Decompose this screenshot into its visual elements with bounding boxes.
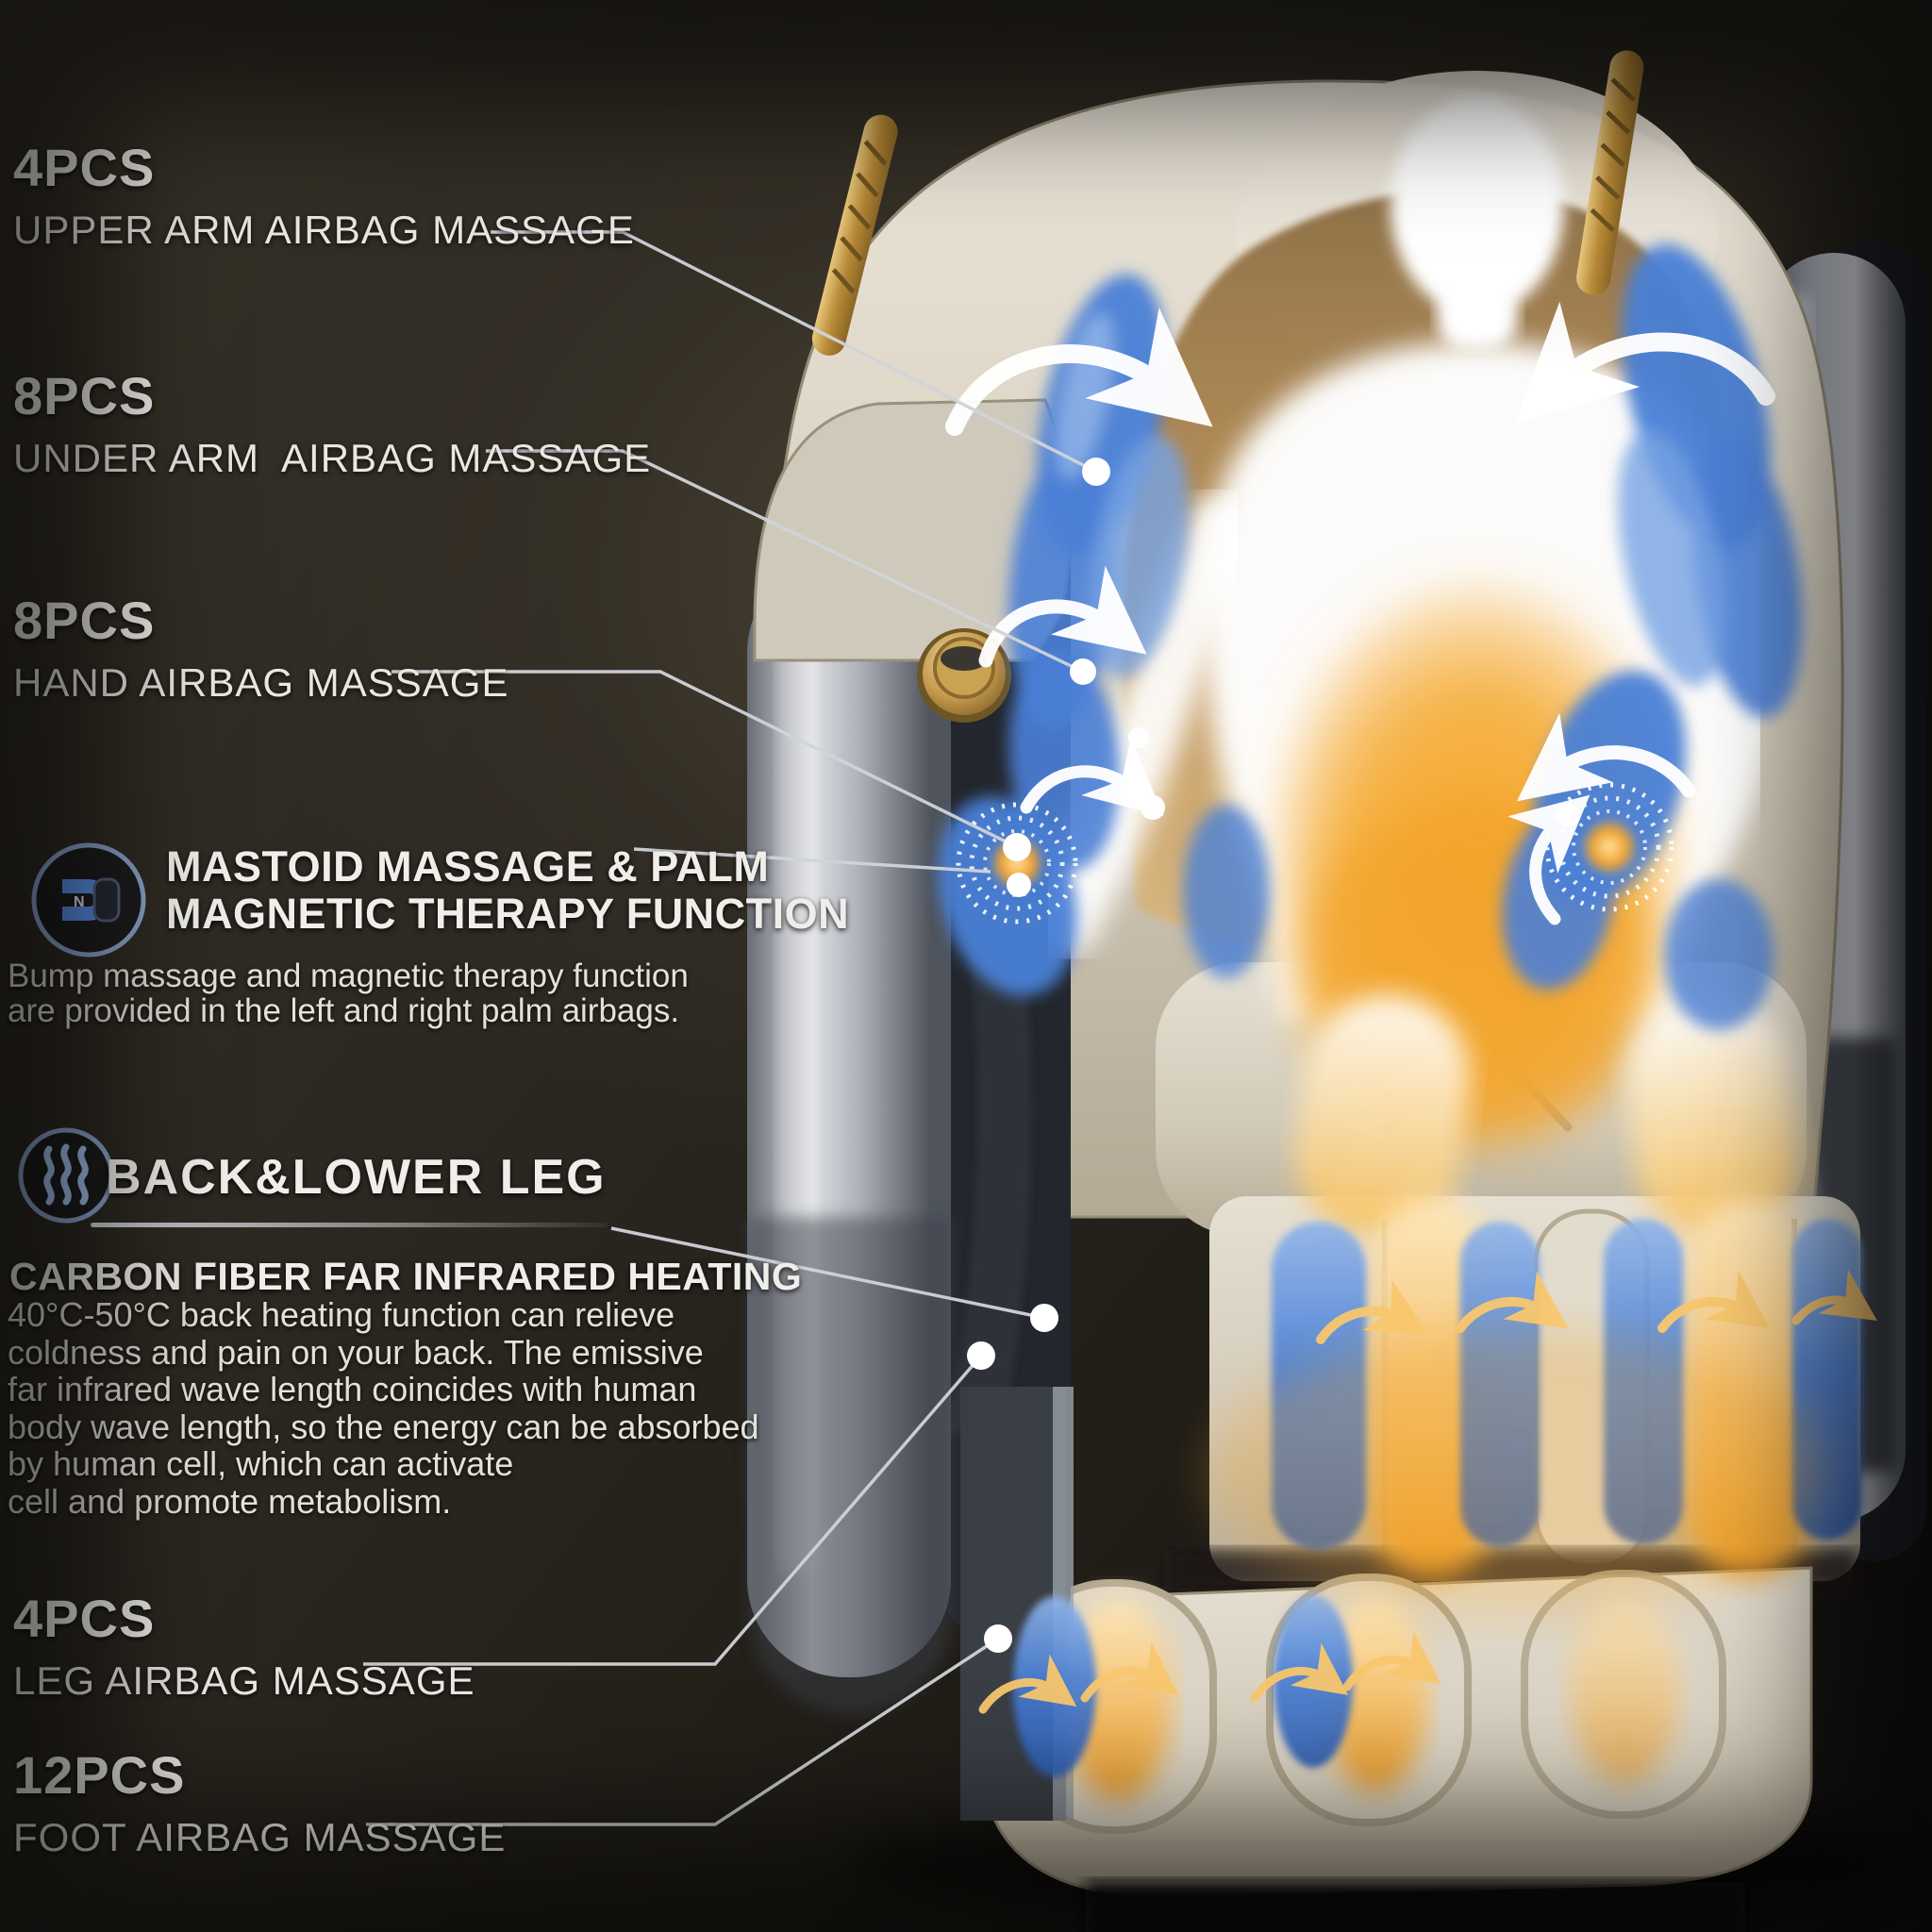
gold-strap-left <box>811 114 898 356</box>
airbag-foot-right <box>1274 1594 1353 1768</box>
leader-foot <box>366 1637 999 1826</box>
under-arm-label: UNDER ARM AIRBAG MASSAGE <box>13 436 652 480</box>
heating-section-subtitle: CARBON FIBER FAR INFRARED HEATING <box>9 1255 803 1298</box>
heating-section-divider <box>91 1223 608 1227</box>
foot-count: 12PCS <box>13 1745 186 1805</box>
heating-section-title: BACK&LOWER LEG <box>106 1150 607 1205</box>
under-arm-count: 8PCS <box>13 366 156 425</box>
leader-mastoid <box>633 847 991 874</box>
callout-upper-arm: 4PCS UPPER ARM AIRBAG MASSAGE <box>13 142 635 251</box>
leader-leg <box>363 1354 983 1666</box>
leader-under-arm <box>486 449 1084 674</box>
upper-arm-label: UPPER ARM AIRBAG MASSAGE <box>13 208 635 252</box>
callout-leader-lines <box>363 230 1097 1826</box>
callout-under-arm: 8PCS UNDER ARM AIRBAG MASSAGE <box>13 370 651 479</box>
hand-label: HAND AIRBAG MASSAGE <box>13 660 509 705</box>
magnet-icon: N <box>31 842 146 958</box>
arrow-dot <box>1128 727 1149 748</box>
leader-upper-arm <box>491 230 1097 474</box>
mastoid-section-title: MASTOID MASSAGE & PALM MAGNETIC THERAPY … <box>166 842 850 938</box>
hand-count: 8PCS <box>13 591 156 650</box>
foot-label: FOOT AIRBAG MASSAGE <box>13 1815 507 1859</box>
heating-section-body: 40°C-50°C back heating function can reli… <box>8 1295 759 1521</box>
leg-count: 4PCS <box>13 1589 156 1648</box>
massage-motion-arrows-white <box>945 301 1775 925</box>
svg-text:N: N <box>74 894 85 910</box>
arrow-dot <box>1557 804 1579 826</box>
mastoid-section-body: Bump massage and magnetic therapy functi… <box>8 958 689 1029</box>
leg-label: LEG AIRBAG MASSAGE <box>13 1658 475 1703</box>
arrow-dot <box>1141 795 1165 820</box>
palm-therapy-ball-right <box>1544 782 1674 912</box>
callout-foot: 12PCS FOOT AIRBAG MASSAGE <box>13 1749 506 1858</box>
leader-hand <box>391 670 1018 849</box>
leader-back-lower-leg <box>610 1226 1045 1320</box>
callout-target-dots <box>967 458 1110 1653</box>
heat-waves-icon <box>18 1127 114 1224</box>
upper-arm-count: 4PCS <box>13 138 156 197</box>
palm-therapy-ball-left <box>956 802 1078 924</box>
gold-strap-right <box>1576 50 1644 295</box>
callout-hand: 8PCS HAND AIRBAG MASSAGE <box>13 594 508 704</box>
callout-leg: 4PCS LEG AIRBAG MASSAGE <box>13 1592 475 1702</box>
airflow-arrows-orange <box>978 1269 1877 1714</box>
